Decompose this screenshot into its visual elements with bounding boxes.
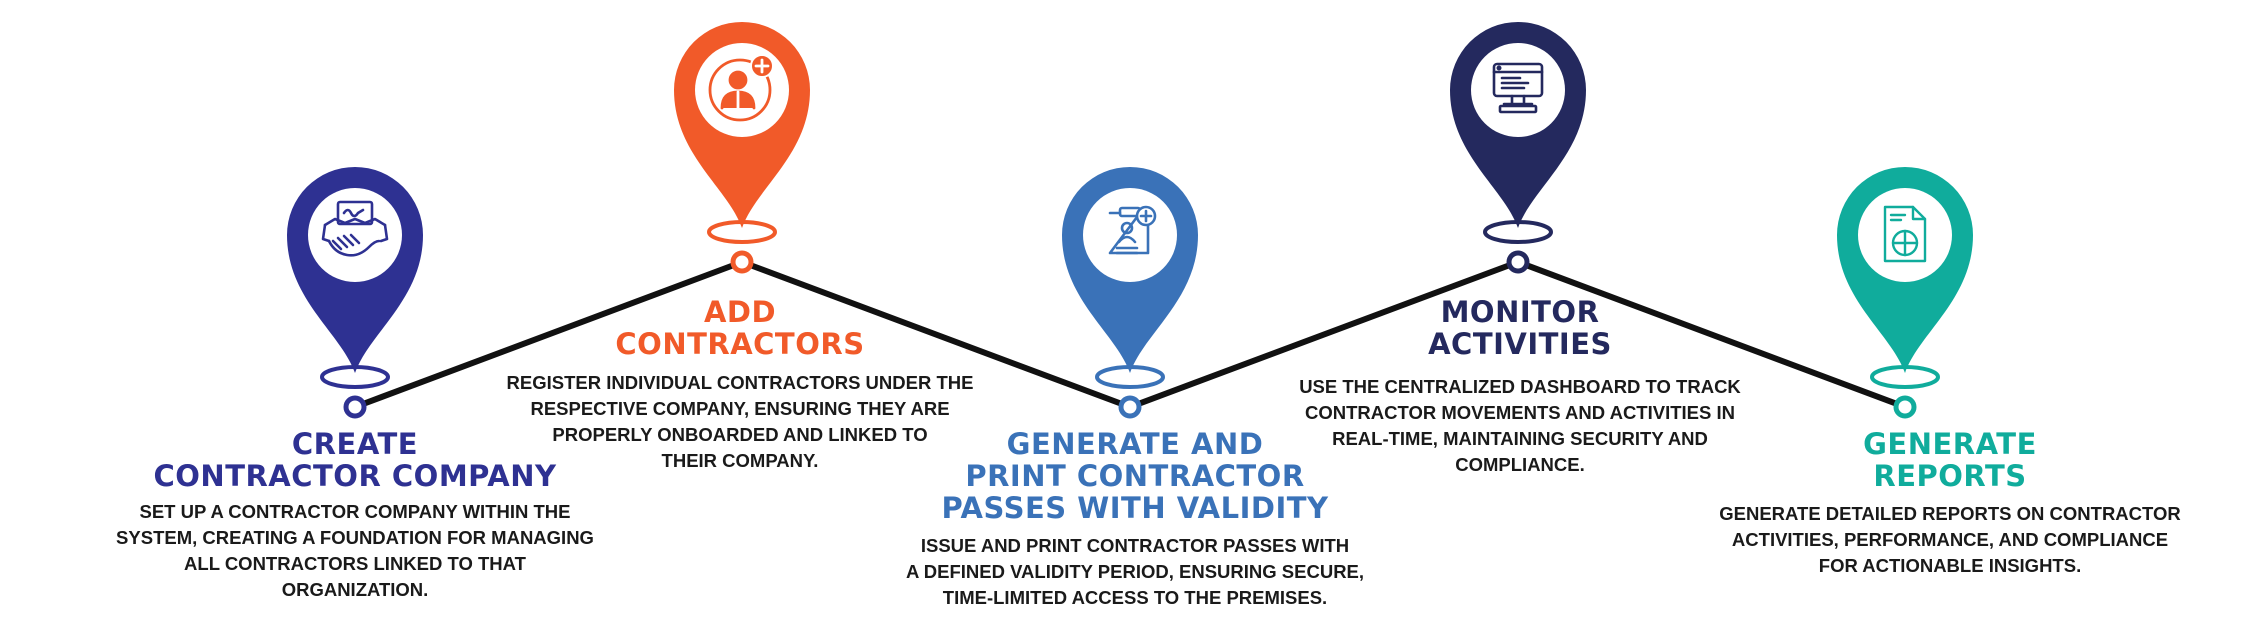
description-line: CONTRACTOR MOVEMENTS AND ACTIVITIES IN [1305,402,1735,423]
title-line: CONTRACTORS [615,327,865,361]
step-title-monitor-activities: MONITOR ACTIVITIES [1360,296,1680,360]
description-line: SYSTEM, CREATING A FOUNDATION FOR MANAGI… [116,527,594,548]
handshake-contract-icon [321,200,389,257]
description-line: ISSUE AND PRINT CONTRACTOR PASSES WITH [920,535,1350,556]
description-line: FOR ACTIONABLE INSIGHTS. [1818,555,2082,576]
description-line: REAL-TIME, MAINTAINING SECURITY AND [1332,428,1708,449]
title-line: REPORTS [1873,459,2027,493]
description-line: GENERATE DETAILED REPORTS ON CONTRACTOR [1719,503,2181,524]
location-pin [1062,167,1198,389]
description-line: ACTIVITIES, PERFORMANCE, AND COMPLIANCE [1731,529,2169,550]
step-description-create-contractor-company: SET UP A CONTRACTOR COMPANY WITHIN THE S… [80,499,630,603]
step-description-add-contractors: REGISTER INDIVIDUAL CONTRACTORS UNDER TH… [470,370,1010,474]
title-line: CREATE [291,427,419,461]
title-line: ACTIVITIES [1428,327,1612,361]
title-line: PASSES WITH VALIDITY [941,491,1329,525]
title-line: CONTRACTOR COMPANY [153,459,557,493]
location-pin [1450,22,1586,244]
step-description-generate-reports: GENERATE DETAILED REPORTS ON CONTRACTOR … [1615,501,2250,579]
step-add-contractors [674,22,810,274]
description-line: REGISTER INDIVIDUAL CONTRACTORS UNDER TH… [506,372,974,393]
step-title-create-contractor-company: CREATE CONTRACTOR COMPANY [120,428,590,492]
id-badge-add-icon [1108,205,1157,255]
title-line: GENERATE AND [1006,427,1264,461]
description-line: TIME-LIMITED ACCESS TO THE PREMISES. [942,587,1328,608]
report-document-icon [1883,205,1927,263]
location-pin [1837,167,1973,389]
path-node [730,250,754,274]
path-node [343,395,367,419]
description-line: SET UP A CONTRACTOR COMPANY WITHIN THE [139,501,571,522]
add-user-icon [708,58,772,122]
path-node [1893,395,1917,419]
path-node [1506,250,1530,274]
description-line: RESPECTIVE COMPANY, ENSURING THEY ARE [530,398,950,419]
step-generate-passes [1062,167,1198,419]
step-generate-reports [1837,167,1973,419]
description-line: ALL CONTRACTORS LINKED TO THAT [184,553,526,574]
description-line: THEIR COMPANY. [661,450,819,471]
step-title-generate-reports: GENERATE REPORTS [1770,428,2130,492]
description-line: USE THE CENTRALIZED DASHBOARD TO TRACK [1299,376,1741,397]
title-line: ADD [703,295,777,329]
title-line: PRINT CONTRACTOR [965,459,1305,493]
step-monitor-activities [1450,22,1586,274]
location-pin [287,167,423,389]
dashboard-monitor-icon [1492,62,1544,114]
description-line: COMPLIANCE. [1455,454,1585,475]
step-description-generate-passes: ISSUE AND PRINT CONTRACTOR PASSES WITH A… [845,533,1425,611]
step-title-generate-passes: GENERATE AND PRINT CONTRACTOR PASSES WIT… [900,428,1370,524]
description-line: A DEFINED VALIDITY PERIOD, ENSURING SECU… [905,561,1365,582]
step-create-contractor-company [287,167,423,419]
step-description-monitor-activities: USE THE CENTRALIZED DASHBOARD TO TRACK C… [1235,374,1805,478]
title-line: GENERATE [1863,427,2037,461]
step-title-add-contractors: ADD CONTRACTORS [560,296,920,360]
location-pin [674,22,810,244]
title-line: MONITOR [1440,295,1600,329]
path-node [1118,395,1142,419]
description-line: PROPERLY ONBOARDED AND LINKED TO [552,424,928,445]
description-line: ORGANIZATION. [281,579,429,600]
